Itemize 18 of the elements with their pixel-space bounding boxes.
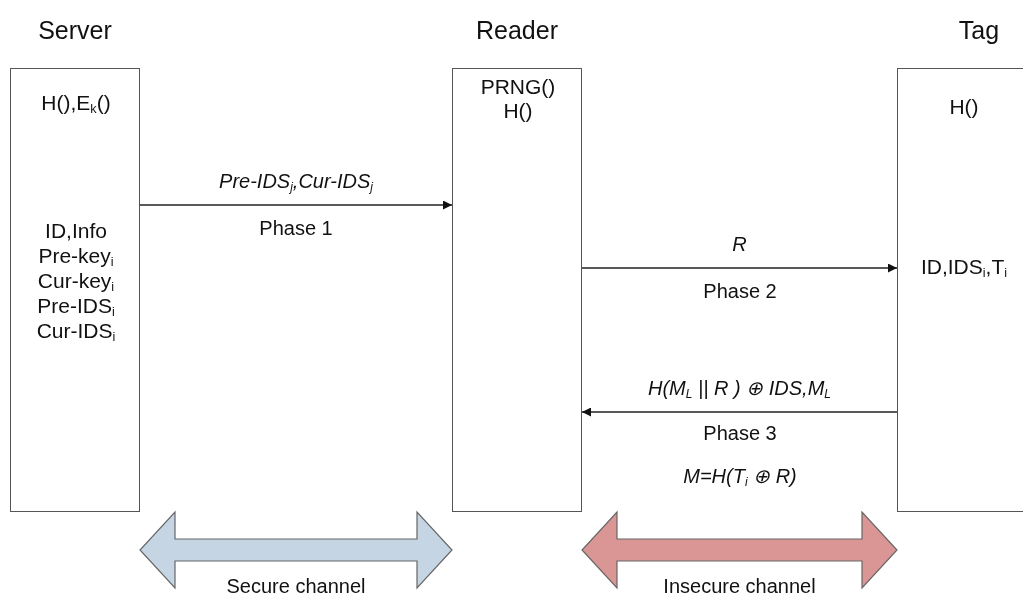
entity-data-text: Pre-key$_{i}$: [38, 244, 114, 268]
entity-heading: Server: [38, 16, 112, 44]
entity-data-text: ID,Info: [45, 219, 107, 243]
entity-heading: Tag: [958, 16, 1000, 44]
entity-data-text: Cur-key$_{i}$: [37, 269, 115, 293]
entity-data-text: PRNG(): [480, 75, 556, 99]
double-arrow: [581, 510, 898, 590]
entity-data-text: Cur-IDS$_{i}$: [36, 319, 116, 343]
entity-data-text: Pre-IDS$_{i}$: [37, 294, 115, 318]
double-arrow: [139, 510, 453, 590]
entity-data-text: H(): [949, 95, 979, 119]
entity-data-text: ID,IDS$_{i}$,T$_{i}$: [920, 255, 1008, 279]
message-arrow: [139, 200, 453, 210]
message-arrow: [581, 263, 898, 273]
entity-data-text: H(),E$_{k}$(): [41, 91, 111, 115]
entity-heading: Reader: [476, 16, 558, 44]
entity-data-text: H(): [503, 99, 533, 123]
message-arrow: [581, 407, 898, 417]
